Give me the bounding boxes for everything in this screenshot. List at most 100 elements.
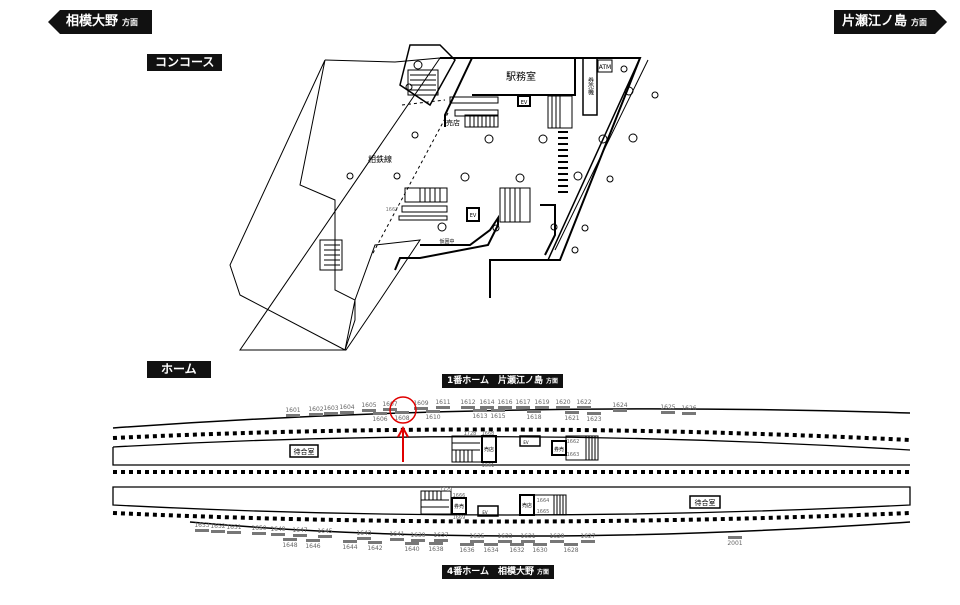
- position-number: 1637: [433, 532, 448, 539]
- position-number: 1618: [526, 414, 541, 421]
- position-number: 1653: [194, 522, 209, 529]
- position-number: 1622: [576, 399, 591, 406]
- position-number: 2001: [727, 540, 742, 547]
- position-marker: [390, 538, 404, 541]
- direction-suffix: 方面: [122, 18, 139, 27]
- position-number: 1632: [509, 547, 524, 554]
- position-number: 1652: [210, 523, 225, 530]
- position-marker: [480, 406, 494, 409]
- position-number: 1620: [555, 399, 570, 406]
- position-marker: [533, 543, 547, 546]
- platform-4-label: 4番ホーム 相模大野方面: [442, 565, 555, 579]
- stair-code: 1669: [453, 515, 466, 521]
- position-number: 1628: [563, 547, 578, 554]
- ev-label: EV: [521, 100, 528, 106]
- ev-label: EV: [470, 213, 477, 219]
- position-marker: [343, 540, 357, 543]
- stair-code: 1662: [567, 439, 580, 445]
- position-marker: [470, 540, 484, 543]
- ev-icon: [517, 95, 531, 107]
- position-marker: [368, 541, 382, 544]
- position-number: 1612: [460, 399, 475, 406]
- position-number: 1611: [435, 399, 450, 406]
- position-marker: [395, 411, 409, 414]
- stair-code: 1728: [464, 431, 477, 437]
- position-marker: [564, 543, 578, 546]
- position-marker: [252, 532, 266, 535]
- position-number: 1608: [394, 415, 409, 422]
- platform-structure: [112, 408, 911, 537]
- position-number: 1604: [339, 404, 354, 411]
- position-number: 1647: [292, 527, 307, 534]
- ticket-machine-label: 券売機: [587, 76, 594, 96]
- position-marker: [461, 406, 475, 409]
- position-marker: [309, 413, 323, 416]
- position-marker: [556, 406, 570, 409]
- position-marker: [340, 411, 354, 414]
- position-number: 1603: [323, 405, 338, 412]
- platform-label: 4番ホーム 相模大野: [447, 567, 534, 577]
- position-marker: [434, 539, 448, 542]
- position-number: 1605: [361, 402, 376, 409]
- position-marker: [510, 543, 524, 546]
- position-number: 1625: [660, 404, 675, 411]
- section-home: ホーム: [147, 361, 211, 378]
- position-number: 1640: [404, 546, 419, 553]
- position-number: 1638: [428, 546, 443, 553]
- position-marker: [362, 409, 376, 412]
- position-marker: [271, 533, 285, 536]
- direction-suffix: 方面: [911, 18, 928, 27]
- position-number: 1649: [270, 526, 285, 533]
- position-marker: [527, 410, 541, 413]
- position-number: 1609: [413, 400, 428, 407]
- position-marker: [516, 406, 530, 409]
- position-number: 1641: [389, 531, 404, 538]
- direction-label: 相模大野: [66, 14, 119, 29]
- direction-katase-enoshima: 片瀬江ノ島方面: [834, 10, 947, 34]
- position-number: 1629: [549, 533, 564, 540]
- stair-code: 1663: [567, 452, 580, 458]
- position-number: 1627: [580, 533, 595, 540]
- position-number: 1624: [612, 402, 627, 409]
- position-marker: [227, 531, 241, 534]
- platform-stairs: [289, 435, 721, 517]
- platform-suffix: 方面: [537, 569, 550, 576]
- position-number: 1610: [425, 414, 440, 421]
- waiting-room-label: 待合室: [294, 447, 315, 456]
- position-number: 1648: [282, 542, 297, 549]
- position-marker: [682, 412, 696, 415]
- position-marker: [286, 414, 300, 417]
- stair-code: 1668: [482, 431, 495, 437]
- position-marker: [293, 534, 307, 537]
- direction-label: 片瀬江ノ島: [842, 14, 908, 29]
- platform-label: 1番ホーム 片瀬江ノ島: [447, 376, 543, 386]
- position-number: 1645: [317, 528, 332, 535]
- position-number: 1630: [532, 547, 547, 554]
- position-marker: [581, 540, 595, 543]
- position-number: 1642: [367, 545, 382, 552]
- position-number: 1602: [308, 406, 323, 413]
- ev-icon: [466, 207, 480, 222]
- shop-label: 売店: [484, 446, 494, 453]
- atm-label: ATM: [599, 64, 611, 71]
- position-marker: [484, 543, 498, 546]
- ev-label: EV: [523, 440, 529, 445]
- position-number: 1650: [251, 525, 266, 532]
- position-marker: [306, 539, 320, 542]
- position-marker: [565, 411, 579, 414]
- position-marker: [426, 410, 440, 413]
- ev-label: EV: [482, 510, 488, 515]
- stair-code: 1665: [537, 509, 550, 515]
- position-number: 1631: [520, 533, 535, 540]
- direction-sagami-ono: 相模大野方面: [48, 10, 153, 34]
- red-arrow-icon: [397, 425, 409, 462]
- position-number: 1615: [490, 413, 505, 420]
- position-marker: [436, 406, 450, 409]
- pillars: [346, 60, 659, 254]
- position-marker: [491, 409, 505, 412]
- waiting-room-label: 待合室: [695, 498, 716, 507]
- position-marker: [283, 538, 297, 541]
- position-number: 1619: [534, 399, 549, 406]
